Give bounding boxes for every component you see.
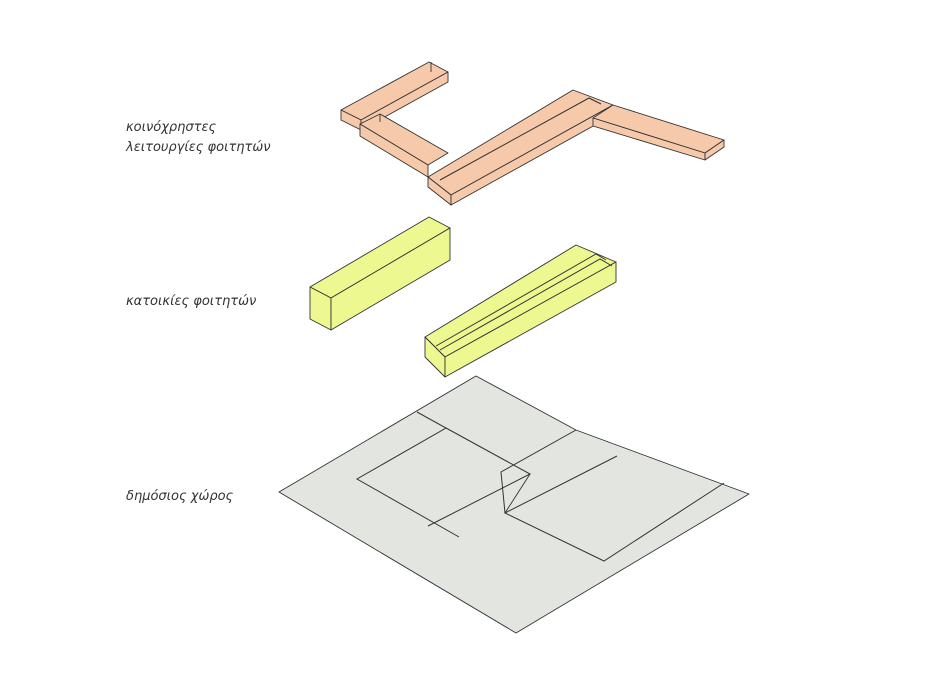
shared-functions-label: κοινόχρηστες λειτουργίες φοιτητών xyxy=(126,118,271,158)
block-edge xyxy=(439,258,613,351)
wing-side xyxy=(704,139,725,161)
ground-line xyxy=(503,455,725,562)
shared-functions-layer xyxy=(340,61,725,206)
student-housing-label: κατοικίες φοιτητών xyxy=(126,294,257,309)
shared-wing-middle xyxy=(427,89,614,206)
wing-edge xyxy=(439,97,602,181)
public-space-layer xyxy=(278,375,750,634)
shared-functions-label-line2: λειτουργίες φοιτητών xyxy=(126,140,271,155)
block-top xyxy=(424,244,617,358)
ground-plane xyxy=(278,375,750,634)
block-side xyxy=(330,227,451,331)
shared-wing-left xyxy=(340,61,449,131)
block-edge xyxy=(435,253,607,347)
ground-line xyxy=(355,411,460,538)
wing-top xyxy=(427,89,614,196)
shared-functions-label-line1: κοινόχρηστες xyxy=(126,120,217,135)
shared-connector xyxy=(359,113,449,178)
student-housing-layer xyxy=(309,216,617,378)
ground-line xyxy=(500,429,577,514)
shared-wing-right xyxy=(592,104,725,161)
housing-block-right xyxy=(424,244,617,378)
public-space-label: δημόσιος χώρος xyxy=(126,489,234,504)
block-side xyxy=(444,261,617,378)
housing-block-left xyxy=(309,216,451,331)
ground-line xyxy=(504,473,531,514)
